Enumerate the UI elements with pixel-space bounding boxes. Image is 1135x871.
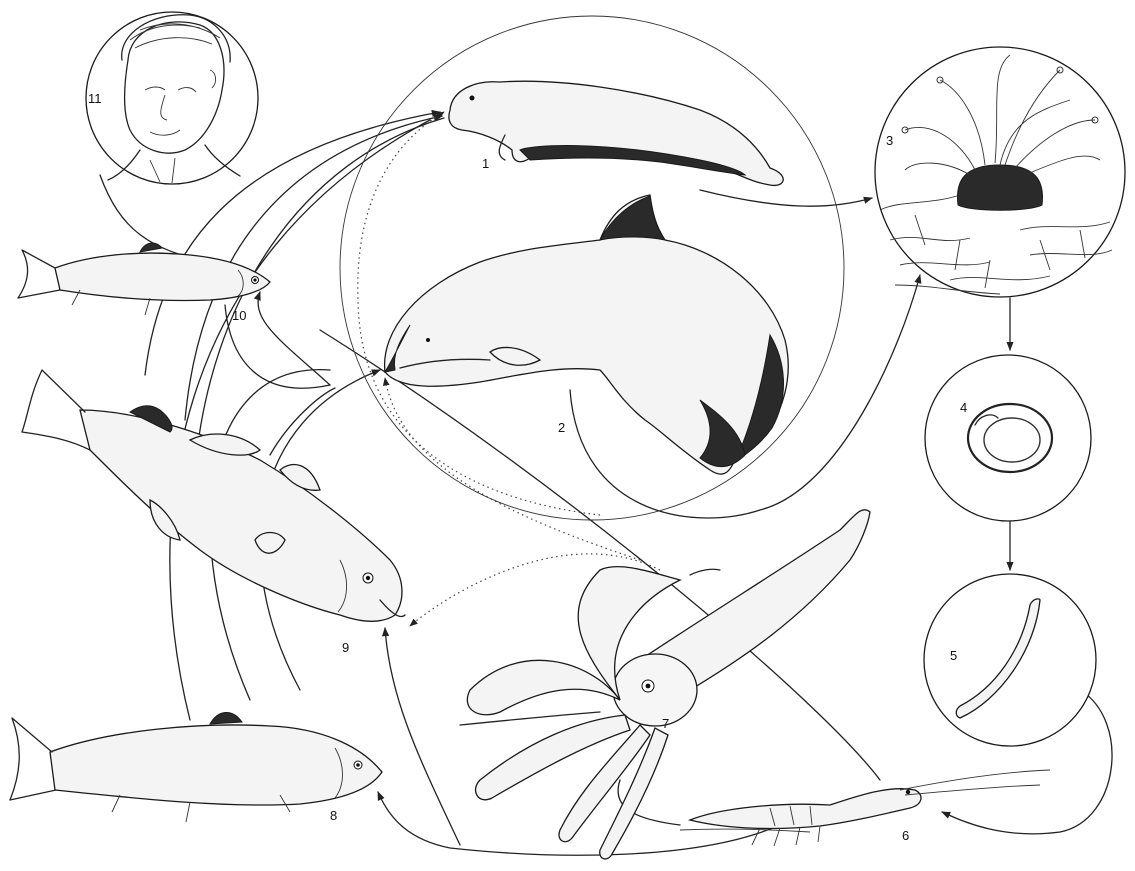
label-1: 1 — [482, 156, 489, 171]
larva-icon: 5 — [924, 574, 1096, 746]
label-6: 6 — [902, 828, 909, 843]
shrimp-icon: 6 — [680, 770, 1050, 846]
seal-icon: 1 — [449, 81, 783, 185]
label-9: 9 — [342, 640, 349, 655]
egg-icon: 4 — [925, 355, 1091, 521]
label-3: 3 — [886, 133, 893, 148]
cod-icon: 9 — [22, 370, 405, 655]
herring-icon: 10 — [18, 243, 270, 323]
trout-icon: 8 — [10, 712, 382, 823]
label-5: 5 — [950, 648, 957, 663]
label-2: 2 — [558, 420, 565, 435]
label-8: 8 — [330, 808, 337, 823]
label-11: 11 — [88, 91, 102, 106]
sea-anemone-icon: 3 — [875, 47, 1125, 297]
human-icon: 11 — [86, 12, 258, 184]
label-7: 7 — [662, 716, 669, 731]
porpoise-icon: 2 — [385, 195, 789, 474]
label-4: 4 — [960, 400, 967, 415]
label-10: 10 — [232, 308, 246, 323]
